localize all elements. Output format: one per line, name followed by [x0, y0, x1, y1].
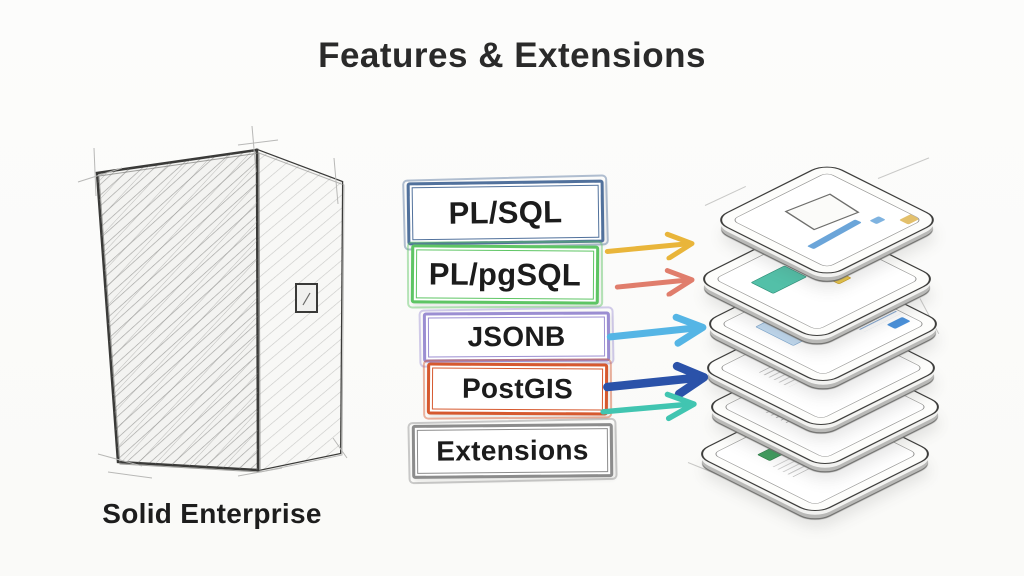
feature-box-extensions: Extensions [411, 423, 614, 479]
feature-label-postgis: PostGIS [461, 372, 574, 405]
arrow-plsql-icon [604, 231, 695, 261]
screen-block [899, 212, 924, 225]
screen-block [869, 216, 886, 225]
feature-box-plpgsql: PL/pgSQL [410, 244, 600, 305]
feature-box-jsonb: JSONB [422, 311, 611, 363]
layer-stack [691, 150, 1024, 570]
feature-box-plsql: PL/SQL [406, 179, 605, 246]
monolith-label: Solid Enterprise [102, 498, 322, 529]
feature-label-extensions: Extensions [436, 434, 589, 467]
emblem-icon [295, 283, 318, 313]
arrow-postgis-icon [603, 361, 709, 399]
feature-label-plsql: PL/SQL [448, 193, 563, 231]
arrow-jsonb-icon [606, 313, 707, 347]
feature-box-postgis: PostGIS [426, 362, 609, 416]
page-title: Features & Extensions [318, 36, 706, 75]
screen-block [886, 316, 911, 329]
screen-block [828, 272, 852, 285]
arrow-plpgsql-icon [614, 268, 695, 297]
feature-label-plpgsql: PL/pgSQL [428, 255, 582, 293]
screen-block [750, 265, 808, 294]
feature-label-jsonb: JSONB [467, 320, 566, 353]
enterprise-box-sketch [77, 125, 348, 479]
arrow-extensions-icon [600, 391, 697, 422]
